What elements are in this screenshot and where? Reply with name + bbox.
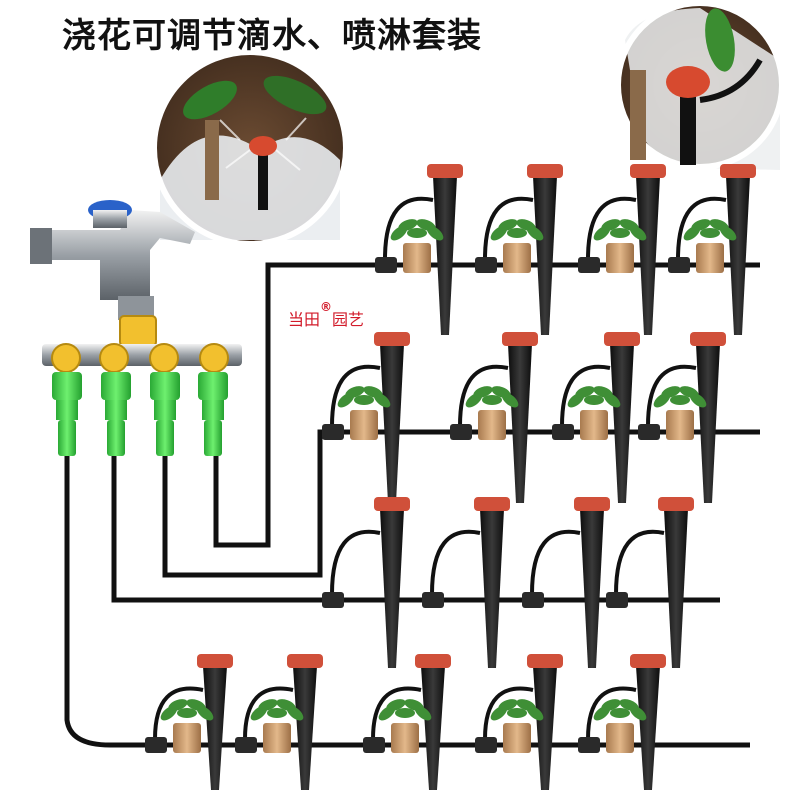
- potted-plant-icon: [653, 386, 707, 440]
- potted-plant-icon: [160, 699, 214, 753]
- drip-stake-icon: [668, 164, 756, 335]
- brand-label: 当田®园艺: [288, 300, 365, 330]
- potted-plant-icon: [567, 386, 621, 440]
- four-way-splitter-icon: [42, 315, 242, 456]
- potted-plant-icon: [593, 219, 647, 273]
- inset-photo-spray: [151, 49, 349, 247]
- drip-stake-icon: [322, 332, 410, 503]
- drip-stake-icon: [638, 332, 726, 503]
- drip-stake-icon: [363, 654, 451, 790]
- potted-plant-icon: [337, 386, 391, 440]
- potted-plant-icon: [465, 386, 519, 440]
- drip-stake-icon: [422, 497, 510, 668]
- drip-stake-icon: [375, 164, 463, 335]
- drip-stake-icon: [522, 497, 610, 668]
- potted-plant-icon: [390, 219, 444, 273]
- potted-plant-icon: [593, 699, 647, 753]
- faucet-icon: [30, 200, 195, 320]
- drip-stake-icon: [450, 332, 538, 503]
- registered-mark: ®: [320, 300, 333, 314]
- potted-plant-icon: [490, 219, 544, 273]
- page-title: 浇花可调节滴水、喷淋套装: [62, 16, 482, 56]
- drip-stake-icon: [145, 654, 233, 790]
- brand-name-part-2: 园艺: [332, 310, 365, 329]
- drip-stake-icon: [578, 164, 666, 335]
- potted-plant-icon: [683, 219, 737, 273]
- drip-stake-icon: [475, 164, 563, 335]
- potted-plant-icon: [250, 699, 304, 753]
- drip-stake-grid: [145, 164, 756, 790]
- potted-plant-icon: [490, 699, 544, 753]
- drip-stake-icon: [235, 654, 323, 790]
- drip-stake-icon: [552, 332, 640, 503]
- drip-stake-icon: [578, 654, 666, 790]
- drip-stake-icon: [606, 497, 694, 668]
- potted-plant-icon: [378, 699, 432, 753]
- inset-photo-drip: [615, 0, 785, 170]
- drip-stake-icon: [322, 497, 410, 668]
- drip-stake-icon: [475, 654, 563, 790]
- brand-name-part-1: 当田: [288, 310, 321, 329]
